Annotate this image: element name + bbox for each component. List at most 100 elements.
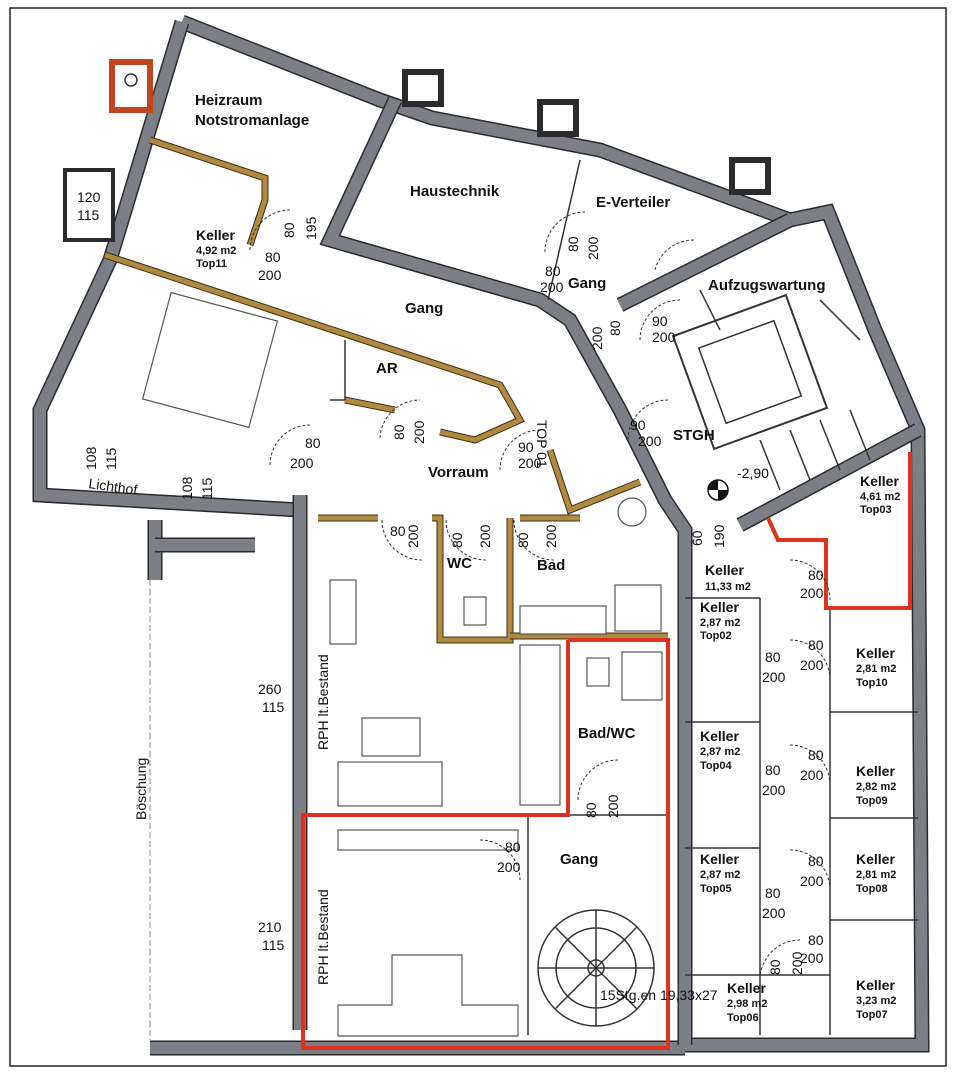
svg-text:200: 200 [789, 951, 805, 975]
label-gang-small: Gang [568, 275, 606, 292]
kitchen-counter [519, 644, 561, 806]
svg-text:200: 200 [543, 524, 559, 548]
svg-text:Top03: Top03 [860, 504, 892, 516]
cellar-top06: Keller 2,98 m2 Top06 [727, 980, 767, 1024]
outer-walls [32, 15, 930, 1056]
bed-2 [337, 954, 519, 1037]
svg-text:200: 200 [762, 669, 786, 685]
cellar-top05: Keller 2,87 m2 Top05 [700, 851, 740, 895]
svg-text:2,87 m2: 2,87 m2 [700, 869, 740, 881]
svg-text:200: 200 [800, 873, 824, 889]
wall-bumps [63, 59, 771, 242]
svg-text:Keller: Keller [700, 728, 739, 744]
svg-text:80: 80 [545, 263, 561, 279]
svg-text:80: 80 [391, 424, 407, 440]
svg-text:Top06: Top06 [727, 1012, 759, 1024]
svg-text:200: 200 [405, 524, 421, 548]
label-e-verteiler: E-Verteiler [596, 194, 670, 211]
svg-text:108: 108 [83, 446, 99, 470]
svg-text:4,92 m2: 4,92 m2 [196, 245, 236, 257]
sink [519, 605, 607, 635]
svg-text:80: 80 [583, 802, 599, 818]
svg-text:200: 200 [605, 794, 621, 818]
svg-text:2,98 m2: 2,98 m2 [727, 998, 767, 1010]
svg-text:Keller: Keller [727, 980, 766, 996]
svg-text:200: 200 [589, 326, 605, 350]
svg-text:200: 200 [638, 433, 662, 449]
svg-text:Top09: Top09 [856, 795, 888, 807]
label-stair-note: 15Stg.en 19,33x27 [600, 987, 718, 1003]
svg-text:200: 200 [497, 859, 521, 875]
svg-text:4,61 m2: 4,61 m2 [860, 491, 900, 503]
svg-text:2,87 m2: 2,87 m2 [700, 617, 740, 629]
svg-text:210: 210 [258, 919, 282, 935]
label-ar: AR [376, 360, 398, 377]
label-bad-wc: Bad/WC [578, 725, 636, 742]
svg-text:108: 108 [179, 476, 195, 500]
svg-text:200: 200 [290, 455, 314, 471]
label-heizraum: Heizraum [195, 92, 263, 109]
svg-text:Top05: Top05 [700, 883, 732, 895]
cellar-common: Keller 11,33 m2 [705, 562, 751, 593]
svg-text:80: 80 [765, 762, 781, 778]
svg-text:Top07: Top07 [856, 1009, 888, 1021]
label-vorraum: Vorraum [428, 464, 489, 481]
svg-text:60: 60 [689, 530, 705, 546]
svg-text:90: 90 [518, 439, 534, 455]
label-boeschung: Böschung [133, 758, 149, 820]
inner-walls [103, 136, 668, 644]
coffee-table [361, 717, 421, 757]
cellar-top07: Keller 3,23 m2 Top07 [856, 977, 896, 1021]
svg-text:200: 200 [411, 420, 427, 444]
svg-text:Keller: Keller [856, 763, 895, 779]
svg-text:Keller: Keller [700, 851, 739, 867]
svg-text:115: 115 [77, 207, 100, 223]
label-rph-1: RPH lt.Bestand [315, 654, 331, 750]
svg-text:Top02: Top02 [700, 630, 732, 642]
svg-text:195: 195 [303, 216, 319, 240]
svg-text:80: 80 [515, 532, 531, 548]
door-swings [249, 209, 831, 981]
dining-table [329, 579, 357, 645]
dimension-labels: 120 115 80 195 80 200 80 200 80 200 90 2… [77, 189, 824, 975]
svg-text:115: 115 [199, 477, 215, 500]
svg-text:80: 80 [305, 435, 321, 451]
label-notstrom: Notstromanlage [195, 112, 309, 129]
highlight-outlines [301, 452, 912, 1050]
svg-text:80: 80 [808, 637, 824, 653]
svg-text:80: 80 [767, 959, 783, 975]
shower [621, 651, 663, 701]
svg-text:Top08: Top08 [856, 883, 888, 895]
svg-text:90: 90 [630, 417, 646, 433]
svg-text:80: 80 [505, 839, 521, 855]
svg-text:80: 80 [765, 885, 781, 901]
svg-text:Keller: Keller [860, 473, 899, 489]
svg-text:200: 200 [800, 950, 824, 966]
svg-text:200: 200 [258, 267, 282, 283]
svg-text:3,23 m2: 3,23 m2 [856, 995, 896, 1007]
bathtub [614, 584, 662, 632]
bed [141, 291, 279, 429]
svg-text:200: 200 [800, 585, 824, 601]
svg-text:11,33 m2: 11,33 m2 [705, 581, 751, 593]
plan-frame [9, 7, 947, 1067]
svg-text:80: 80 [808, 853, 824, 869]
elevator-core [671, 289, 871, 501]
svg-text:200: 200 [518, 455, 542, 471]
chimney [109, 59, 153, 113]
svg-text:200: 200 [652, 329, 676, 345]
label-level: -2,90 [737, 465, 769, 481]
svg-text:200: 200 [540, 279, 564, 295]
svg-text:Keller: Keller [705, 562, 744, 578]
svg-text:115: 115 [103, 447, 119, 470]
toilet-2 [586, 657, 610, 687]
label-gang-top: Gang [405, 300, 443, 317]
svg-text:Keller: Keller [856, 645, 895, 661]
svg-text:Keller: Keller [856, 977, 895, 993]
svg-text:Keller: Keller [856, 851, 895, 867]
svg-text:80: 80 [281, 222, 297, 238]
